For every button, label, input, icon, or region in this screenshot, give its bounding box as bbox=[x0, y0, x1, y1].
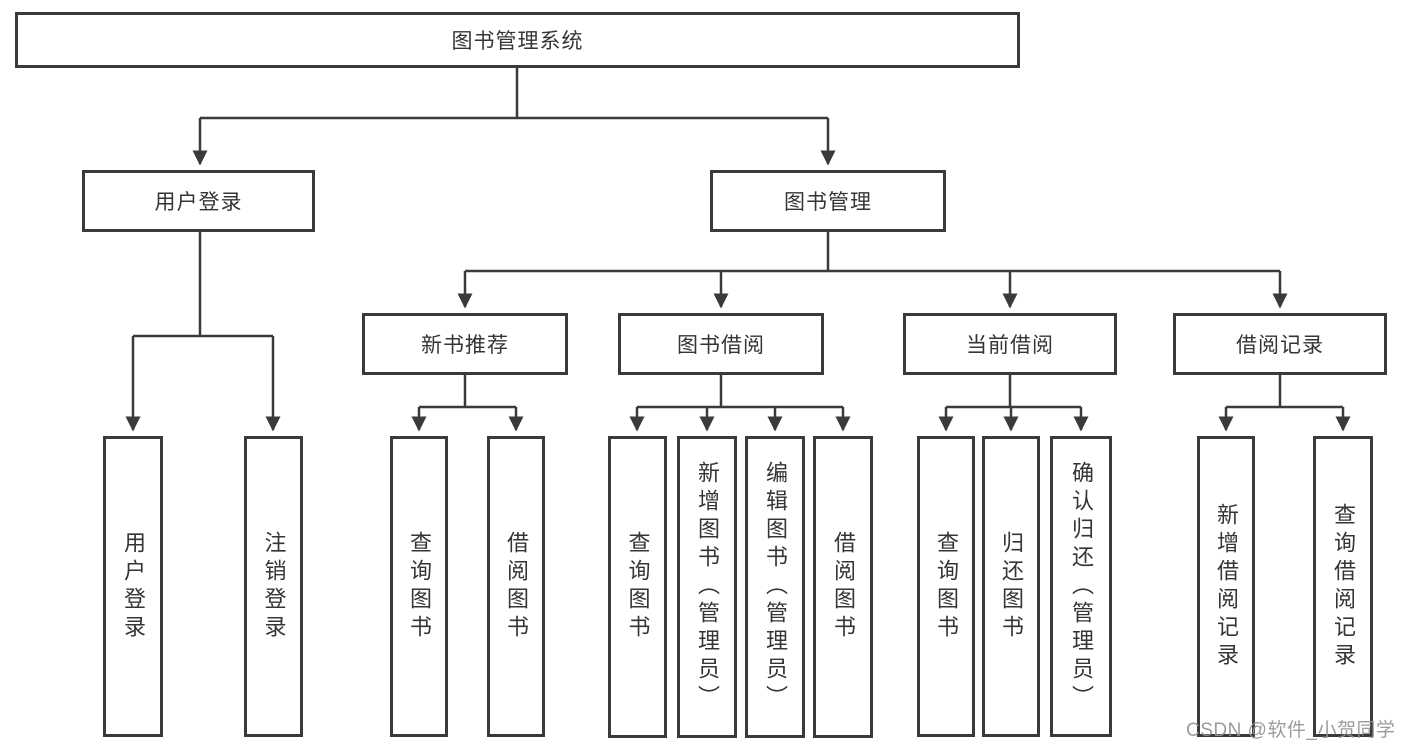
node-book-borrow: 图书借阅 bbox=[618, 313, 824, 375]
leaf-newbook-query-books: 查询图书 bbox=[390, 436, 448, 737]
connector-borrow-records-trunk bbox=[1226, 375, 1343, 409]
node-root: 图书管理系统 bbox=[15, 12, 1020, 68]
leaf-logout: 注销登录 bbox=[244, 436, 303, 737]
connector-root-trunk bbox=[200, 68, 828, 120]
leaf-borrow-edit-books-admin: 编辑图书（管理员） bbox=[745, 436, 805, 738]
node-user-login: 用户登录 bbox=[82, 170, 315, 232]
leaf-current-return-books: 归还图书 bbox=[982, 436, 1040, 737]
leaf-borrow-borrow-books: 借阅图书 bbox=[813, 436, 873, 738]
node-current-borrow: 当前借阅 bbox=[903, 313, 1117, 375]
leaf-newbook-borrow-books: 借阅图书 bbox=[487, 436, 545, 737]
node-new-book-recommend: 新书推荐 bbox=[362, 313, 568, 375]
connector-book-mgmt-trunk bbox=[465, 231, 1280, 273]
connector-user-login-trunk bbox=[133, 231, 273, 338]
node-book-mgmt: 图书管理 bbox=[710, 170, 946, 232]
leaf-records-query-record: 查询借阅记录 bbox=[1313, 436, 1373, 737]
leaf-borrow-query-books: 查询图书 bbox=[608, 436, 667, 738]
leaf-user-login: 用户登录 bbox=[103, 436, 163, 737]
leaf-current-query-books: 查询图书 bbox=[917, 436, 975, 737]
connector-new-book-trunk bbox=[419, 375, 516, 409]
node-borrow-records: 借阅记录 bbox=[1173, 313, 1387, 375]
connector-book-borrow-trunk bbox=[637, 375, 843, 409]
leaf-current-confirm-return-admin: 确认归还（管理员） bbox=[1050, 436, 1112, 737]
connector-current-borrow-trunk bbox=[946, 375, 1081, 409]
leaf-borrow-add-books-admin: 新增图书（管理员） bbox=[677, 436, 737, 738]
leaf-records-add-record: 新增借阅记录 bbox=[1197, 436, 1255, 737]
watermark: CSDN @软件_小贺同学 bbox=[1186, 720, 1396, 741]
